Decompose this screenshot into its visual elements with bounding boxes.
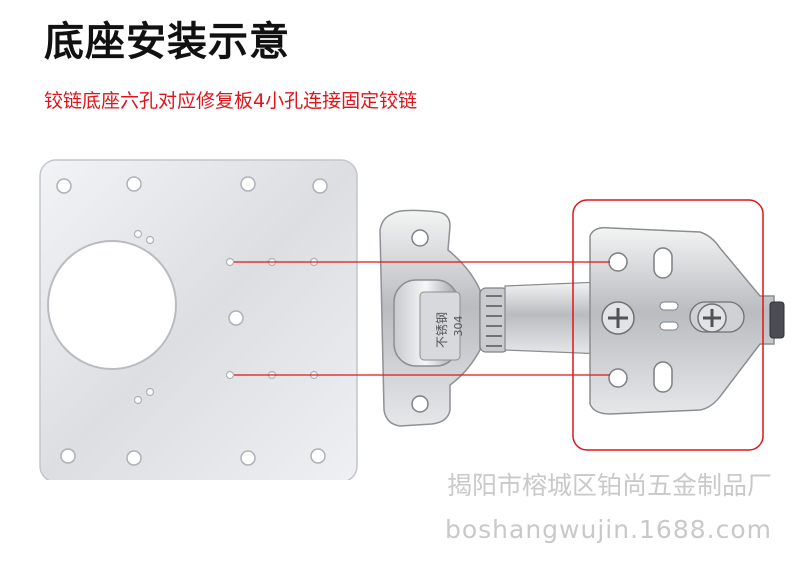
base-highlight-box — [572, 199, 764, 451]
plate-large-hole — [47, 240, 177, 370]
hinge-installation-illustration: 不锈钢 304 — [39, 159, 785, 480]
repair-plate — [39, 159, 358, 480]
hinge-adjust-screw-right — [689, 301, 745, 333]
watermark-company: 揭阳市榕城区铂尚五金制品厂 — [446, 471, 772, 500]
hinge-stamp-number: 304 — [452, 316, 465, 337]
hinge: 不锈钢 304 — [379, 209, 785, 427]
page-subtitle: 铰链底座六孔对应修复板4小孔连接固定铰链 — [44, 90, 418, 112]
watermark-url: boshangwujin.1688.com — [444, 515, 772, 544]
hinge-base-plate — [589, 226, 775, 415]
hinge-adjust-screw-left — [601, 301, 635, 335]
page-title: 底座安装示意 — [44, 19, 290, 65]
hinge-stamp-text: 不锈钢 — [435, 312, 449, 348]
hinge-clip-tab — [769, 301, 785, 339]
plate-corner-holes — [56, 176, 328, 466]
